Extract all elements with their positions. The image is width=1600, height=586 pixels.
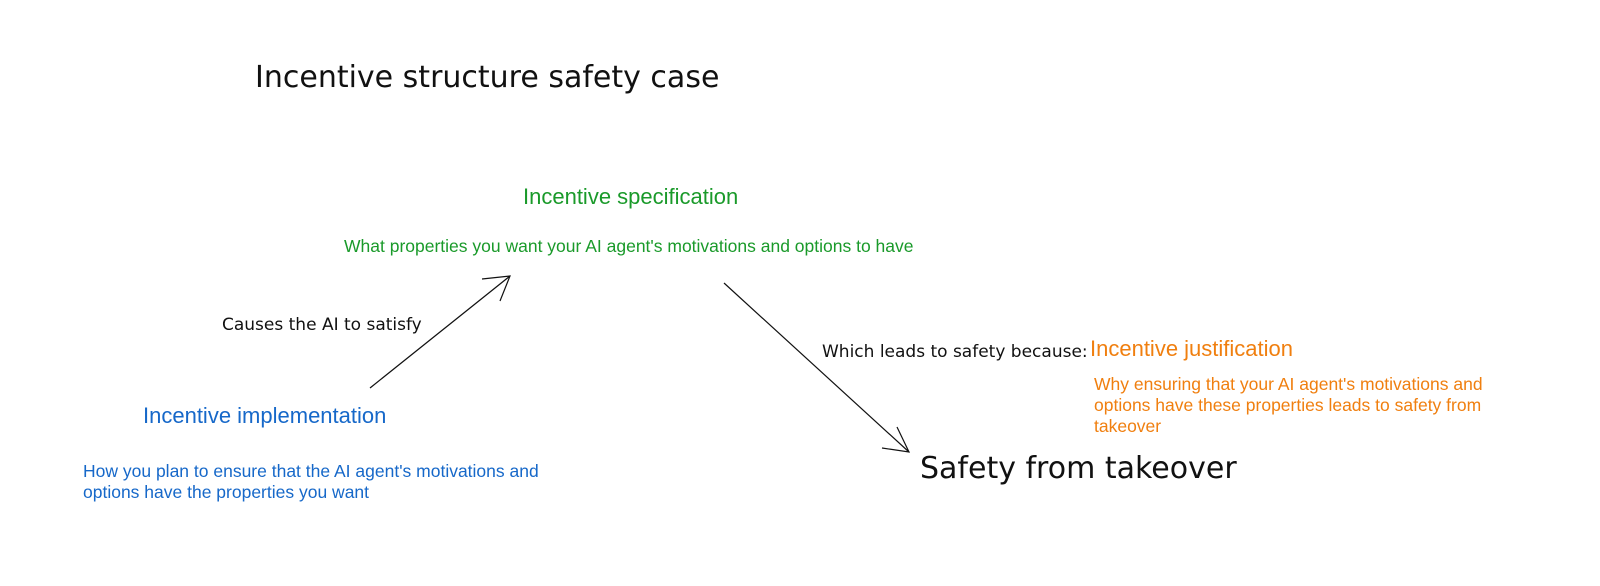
justification-heading: Incentive justification (1090, 336, 1293, 361)
justification-description: Why ensuring that your AI agent's motiva… (1094, 374, 1483, 436)
specification-description: What properties you want your AI agent's… (344, 236, 914, 256)
causes-edge-label: Causes the AI to satisfy (222, 315, 422, 335)
arrow-implementation-to-specification (369, 275, 511, 389)
specification-heading: Incentive specification (523, 184, 739, 209)
diagram-title: Incentive structure safety case (255, 60, 720, 95)
implementation-heading: Incentive implementation (143, 403, 387, 428)
leads-edge-label: Which leads to safety because: (822, 342, 1088, 362)
safety-outcome-label: Safety from takeover (920, 451, 1237, 486)
arrow-specification-to-outcome (723, 282, 911, 453)
implementation-description: How you plan to ensure that the AI agent… (83, 461, 539, 502)
